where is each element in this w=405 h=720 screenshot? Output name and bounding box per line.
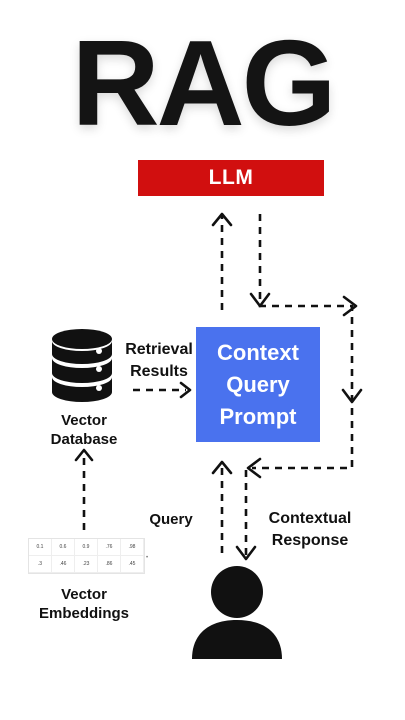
query-line: Query: [226, 371, 290, 397]
embedding-cell: .46: [52, 556, 75, 573]
vector-database-label: Vector Database: [30, 411, 138, 449]
retrieval-line: Retrieval: [125, 341, 193, 358]
prompt-line: Prompt: [219, 403, 297, 429]
vector-embeddings-line2: Embeddings: [38, 605, 129, 622]
context-line: Context: [217, 339, 299, 365]
embedding-cell: .3: [29, 556, 52, 573]
embedding-cell: 0.9: [75, 539, 98, 556]
llm-box: LLM: [138, 160, 324, 196]
arrowhead-down: [235, 545, 257, 561]
contextual-line: Contextual: [268, 510, 352, 527]
embedding-cell: .45: [121, 556, 144, 573]
arrowhead-down: [249, 292, 271, 308]
embedding-cell: .76: [98, 539, 121, 556]
vector-embeddings-label: Vector Embeddings: [26, 585, 142, 623]
contextual-response-label: Contextual Response: [258, 508, 362, 552]
response-line: Response: [271, 532, 349, 549]
embedding-cell: 0.1: [29, 539, 52, 556]
arrowhead-up: [74, 448, 94, 462]
embeddings-table: 0.1 0.6 0.9 .76 .98 .3 .46 .23 .86 .45: [28, 538, 145, 574]
vector-embeddings-line1: Vector: [61, 586, 107, 603]
context-query-prompt-box: Context Query Prompt: [196, 327, 320, 442]
retrieval-results-label: Retrieval Results: [118, 339, 200, 383]
vector-database-line2: Database: [50, 431, 118, 448]
arrowhead-up: [211, 212, 233, 227]
page-title: RAG: [71, 15, 336, 151]
query-label: Query: [149, 511, 193, 528]
arrowhead-up: [211, 460, 233, 475]
database-icon: [52, 329, 112, 402]
results-line: Results: [130, 363, 188, 380]
embedding-cell: .23: [75, 556, 98, 573]
dot-mark: •: [146, 555, 149, 561]
embedding-cell: .86: [98, 556, 121, 573]
user-icon: [192, 566, 282, 659]
llm-label: LLM: [208, 166, 254, 189]
arrow-llm-to-response: [252, 214, 354, 470]
arrowhead-down-right: [341, 388, 363, 404]
arrowhead-right: [179, 381, 192, 399]
arrowhead-left: [246, 457, 262, 479]
arrowhead-right: [342, 295, 358, 317]
vector-database-line1: Vector: [61, 412, 107, 429]
embedding-cell: .98: [121, 539, 144, 556]
embedding-cell: 0.6: [52, 539, 75, 556]
